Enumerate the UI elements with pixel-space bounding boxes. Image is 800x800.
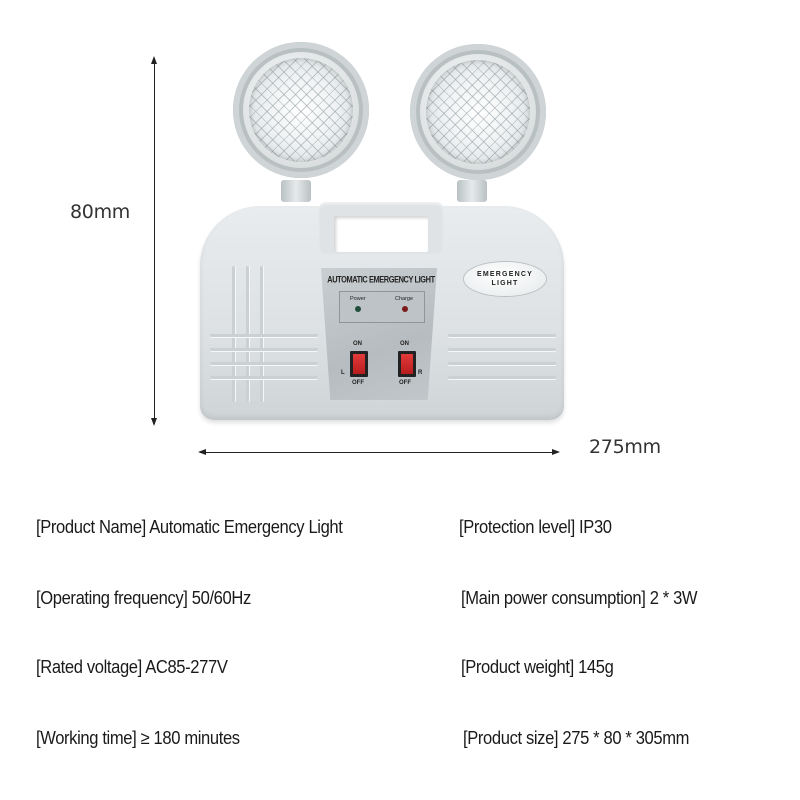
- width-dimension-arrow: [198, 449, 560, 455]
- left-switch-side-label: L: [341, 370, 345, 376]
- rib: [448, 334, 556, 337]
- rib: [210, 334, 318, 337]
- spec-main-power-consumption: [Main power consumption] 2 * 3W: [461, 588, 698, 608]
- charge-led-icon: [402, 306, 408, 312]
- spec-product-weight: [Product weight] 145g: [461, 657, 614, 677]
- left-lamp-switch[interactable]: [350, 351, 368, 377]
- rib: [210, 376, 318, 379]
- rib: [448, 376, 556, 379]
- height-dimension-arrow: [151, 56, 157, 426]
- rib: [210, 348, 318, 351]
- spec-operating-frequency: [Operating frequency] 50/60Hz: [36, 588, 251, 608]
- right-lamp-lens: [426, 60, 530, 164]
- emergency-light-badge: EMERGENCY LIGHT: [464, 262, 546, 296]
- height-dimension-label: 80mm: [70, 201, 130, 223]
- product-image: AUTOMATIC EMERGENCY LIGHT Power Charge O…: [200, 42, 564, 420]
- left-switch-off-label: OFF: [352, 380, 364, 386]
- spec-product-name: [Product Name] Automatic Emergency Light: [36, 517, 343, 537]
- right-lamp-neck: [457, 180, 487, 202]
- left-lamp-lens: [249, 58, 353, 162]
- left-lamp-head: [233, 42, 369, 178]
- rib: [210, 362, 318, 365]
- panel-title: AUTOMATIC EMERGENCY LIGHT: [327, 274, 435, 285]
- rib: [448, 348, 556, 351]
- badge-line-2: LIGHT: [491, 280, 519, 287]
- charge-indicator-label: Charge: [395, 296, 414, 302]
- handle-opening: [334, 216, 428, 252]
- spec-rated-voltage: [Rated voltage] AC85-277V: [36, 657, 228, 677]
- badge-line-1: EMERGENCY: [477, 271, 533, 278]
- width-dimension-label: 275mm: [589, 436, 661, 458]
- right-lamp-switch[interactable]: [398, 351, 416, 377]
- indicator-box: [339, 291, 425, 323]
- power-led-icon: [355, 306, 361, 312]
- left-lamp-neck: [281, 180, 311, 202]
- spec-product-size: [Product size] 275 * 80 * 305mm: [463, 728, 690, 748]
- right-switch-off-label: OFF: [399, 380, 411, 386]
- spec-protection-level: [Protection level] IP30: [459, 517, 612, 537]
- rib: [448, 362, 556, 365]
- left-switch-on-label: ON: [353, 341, 362, 347]
- power-indicator-label: Power: [350, 296, 366, 302]
- right-switch-on-label: ON: [400, 341, 409, 347]
- right-lamp-head: [410, 44, 546, 180]
- spec-working-time: [Working time] ≥ 180 minutes: [36, 728, 240, 748]
- control-panel: [321, 268, 437, 400]
- right-switch-side-label: R: [418, 370, 423, 376]
